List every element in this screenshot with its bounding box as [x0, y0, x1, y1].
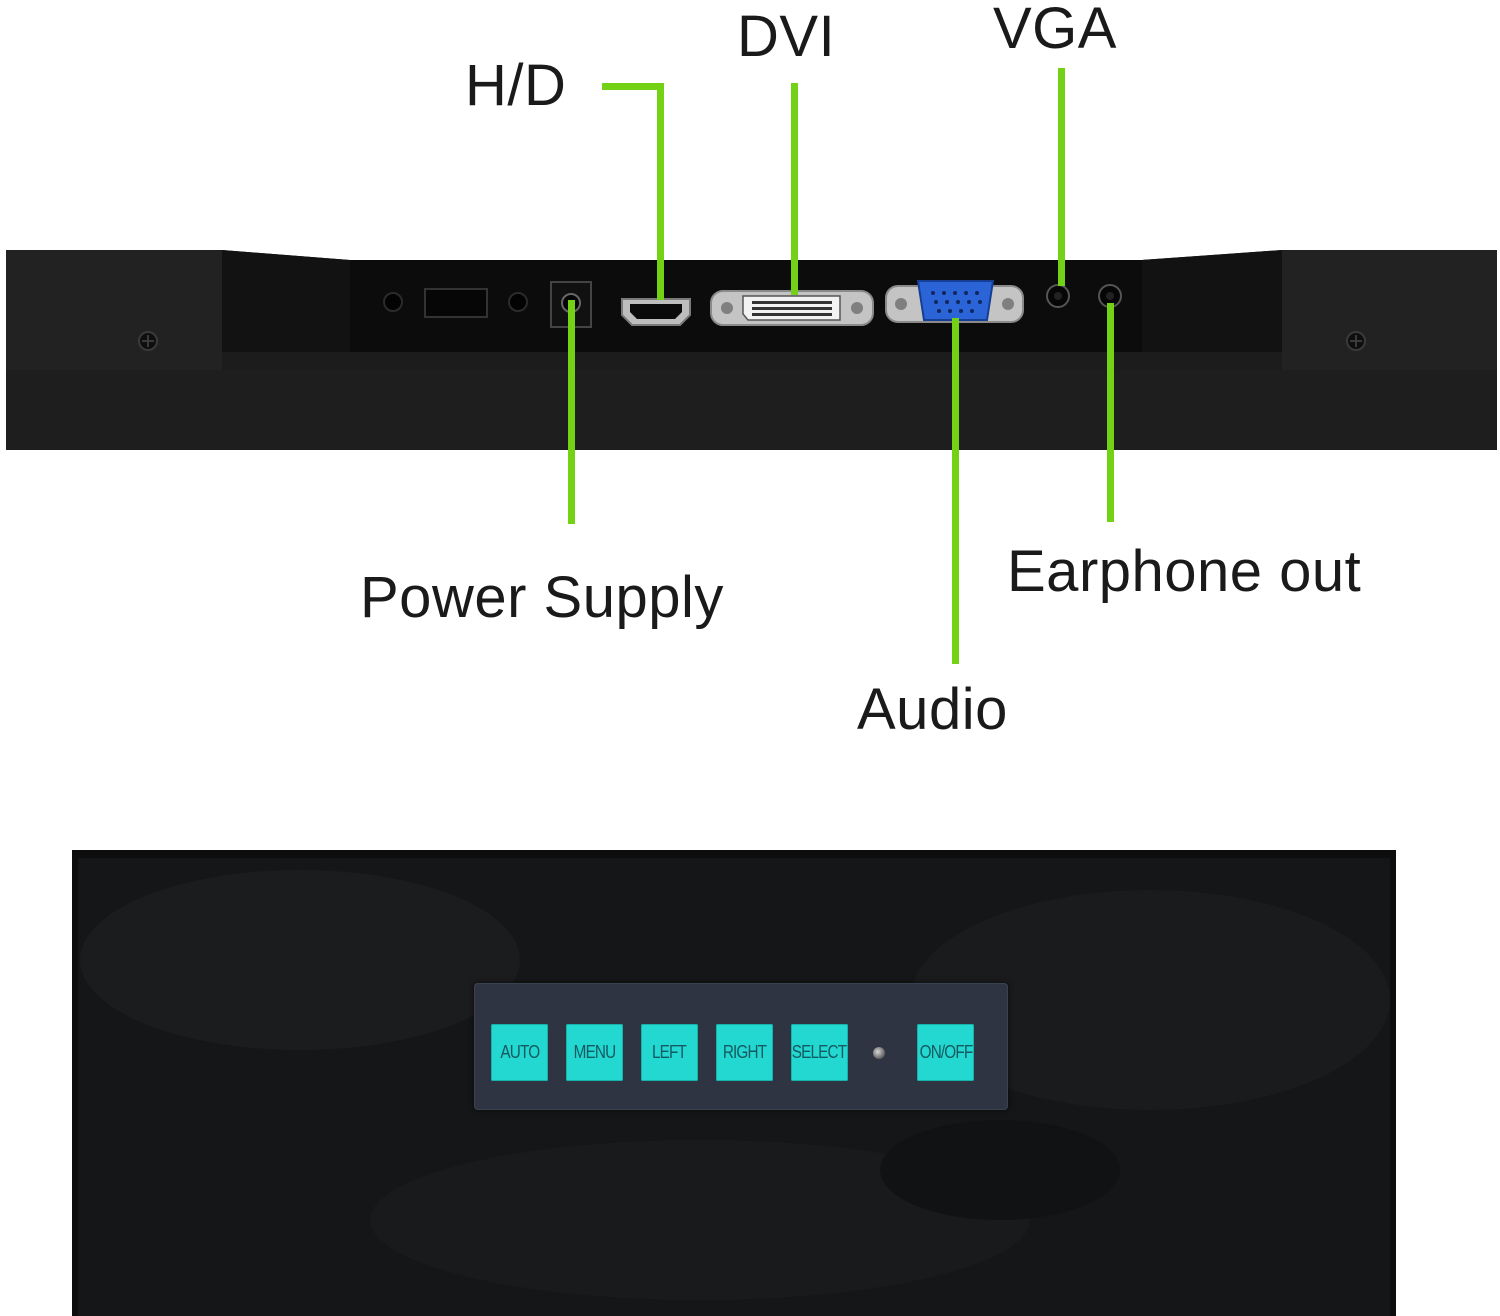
label-earphone-out: Earphone out [1007, 539, 1362, 604]
right-button-label: RIGHT [722, 1042, 767, 1062]
label-hd: H/D [465, 53, 567, 118]
leader-earphone-out [1107, 303, 1114, 522]
menu-button[interactable]: MENU [566, 1024, 623, 1081]
select-button-label: SELECT [792, 1042, 847, 1062]
label-dvi: DVI [737, 4, 836, 69]
menu-button-label: MENU [573, 1042, 617, 1062]
panel-hole-2 [508, 292, 528, 312]
leader-power-supply [568, 300, 575, 524]
vga-port-icon [885, 280, 1024, 323]
left-button-label: LEFT [652, 1042, 687, 1062]
control-button-strip: AUTO MENU LEFT RIGHT SELECT ON/OFF [474, 983, 1008, 1110]
audio-in-jack-icon [1046, 284, 1070, 308]
leader-audio [952, 318, 959, 664]
leader-dvi [791, 83, 798, 295]
on-off-button[interactable]: ON/OFF [917, 1024, 974, 1081]
leader-vga [1058, 68, 1065, 286]
right-button[interactable]: RIGHT [716, 1024, 773, 1081]
label-power-supply: Power Supply [360, 565, 724, 630]
auto-button-label: AUTO [500, 1042, 540, 1062]
label-audio: Audio [857, 677, 1008, 742]
power-indicator-led [873, 1047, 885, 1059]
panel-cutout [424, 288, 488, 318]
leader-hd-vertical [657, 83, 664, 300]
left-button[interactable]: LEFT [641, 1024, 698, 1081]
leader-hd-horizontal [602, 83, 664, 90]
screw-right-icon [1346, 331, 1366, 351]
label-vga: VGA [993, 0, 1117, 61]
panel-hole-1 [383, 292, 403, 312]
auto-button[interactable]: AUTO [491, 1024, 548, 1081]
select-button[interactable]: SELECT [791, 1024, 848, 1081]
connector-panel [6, 250, 1497, 450]
dvi-port-icon [710, 290, 874, 326]
on-off-button-label: ON/OFF [919, 1042, 973, 1062]
screw-left-icon [138, 331, 158, 351]
hdmi-port-icon [621, 298, 691, 326]
